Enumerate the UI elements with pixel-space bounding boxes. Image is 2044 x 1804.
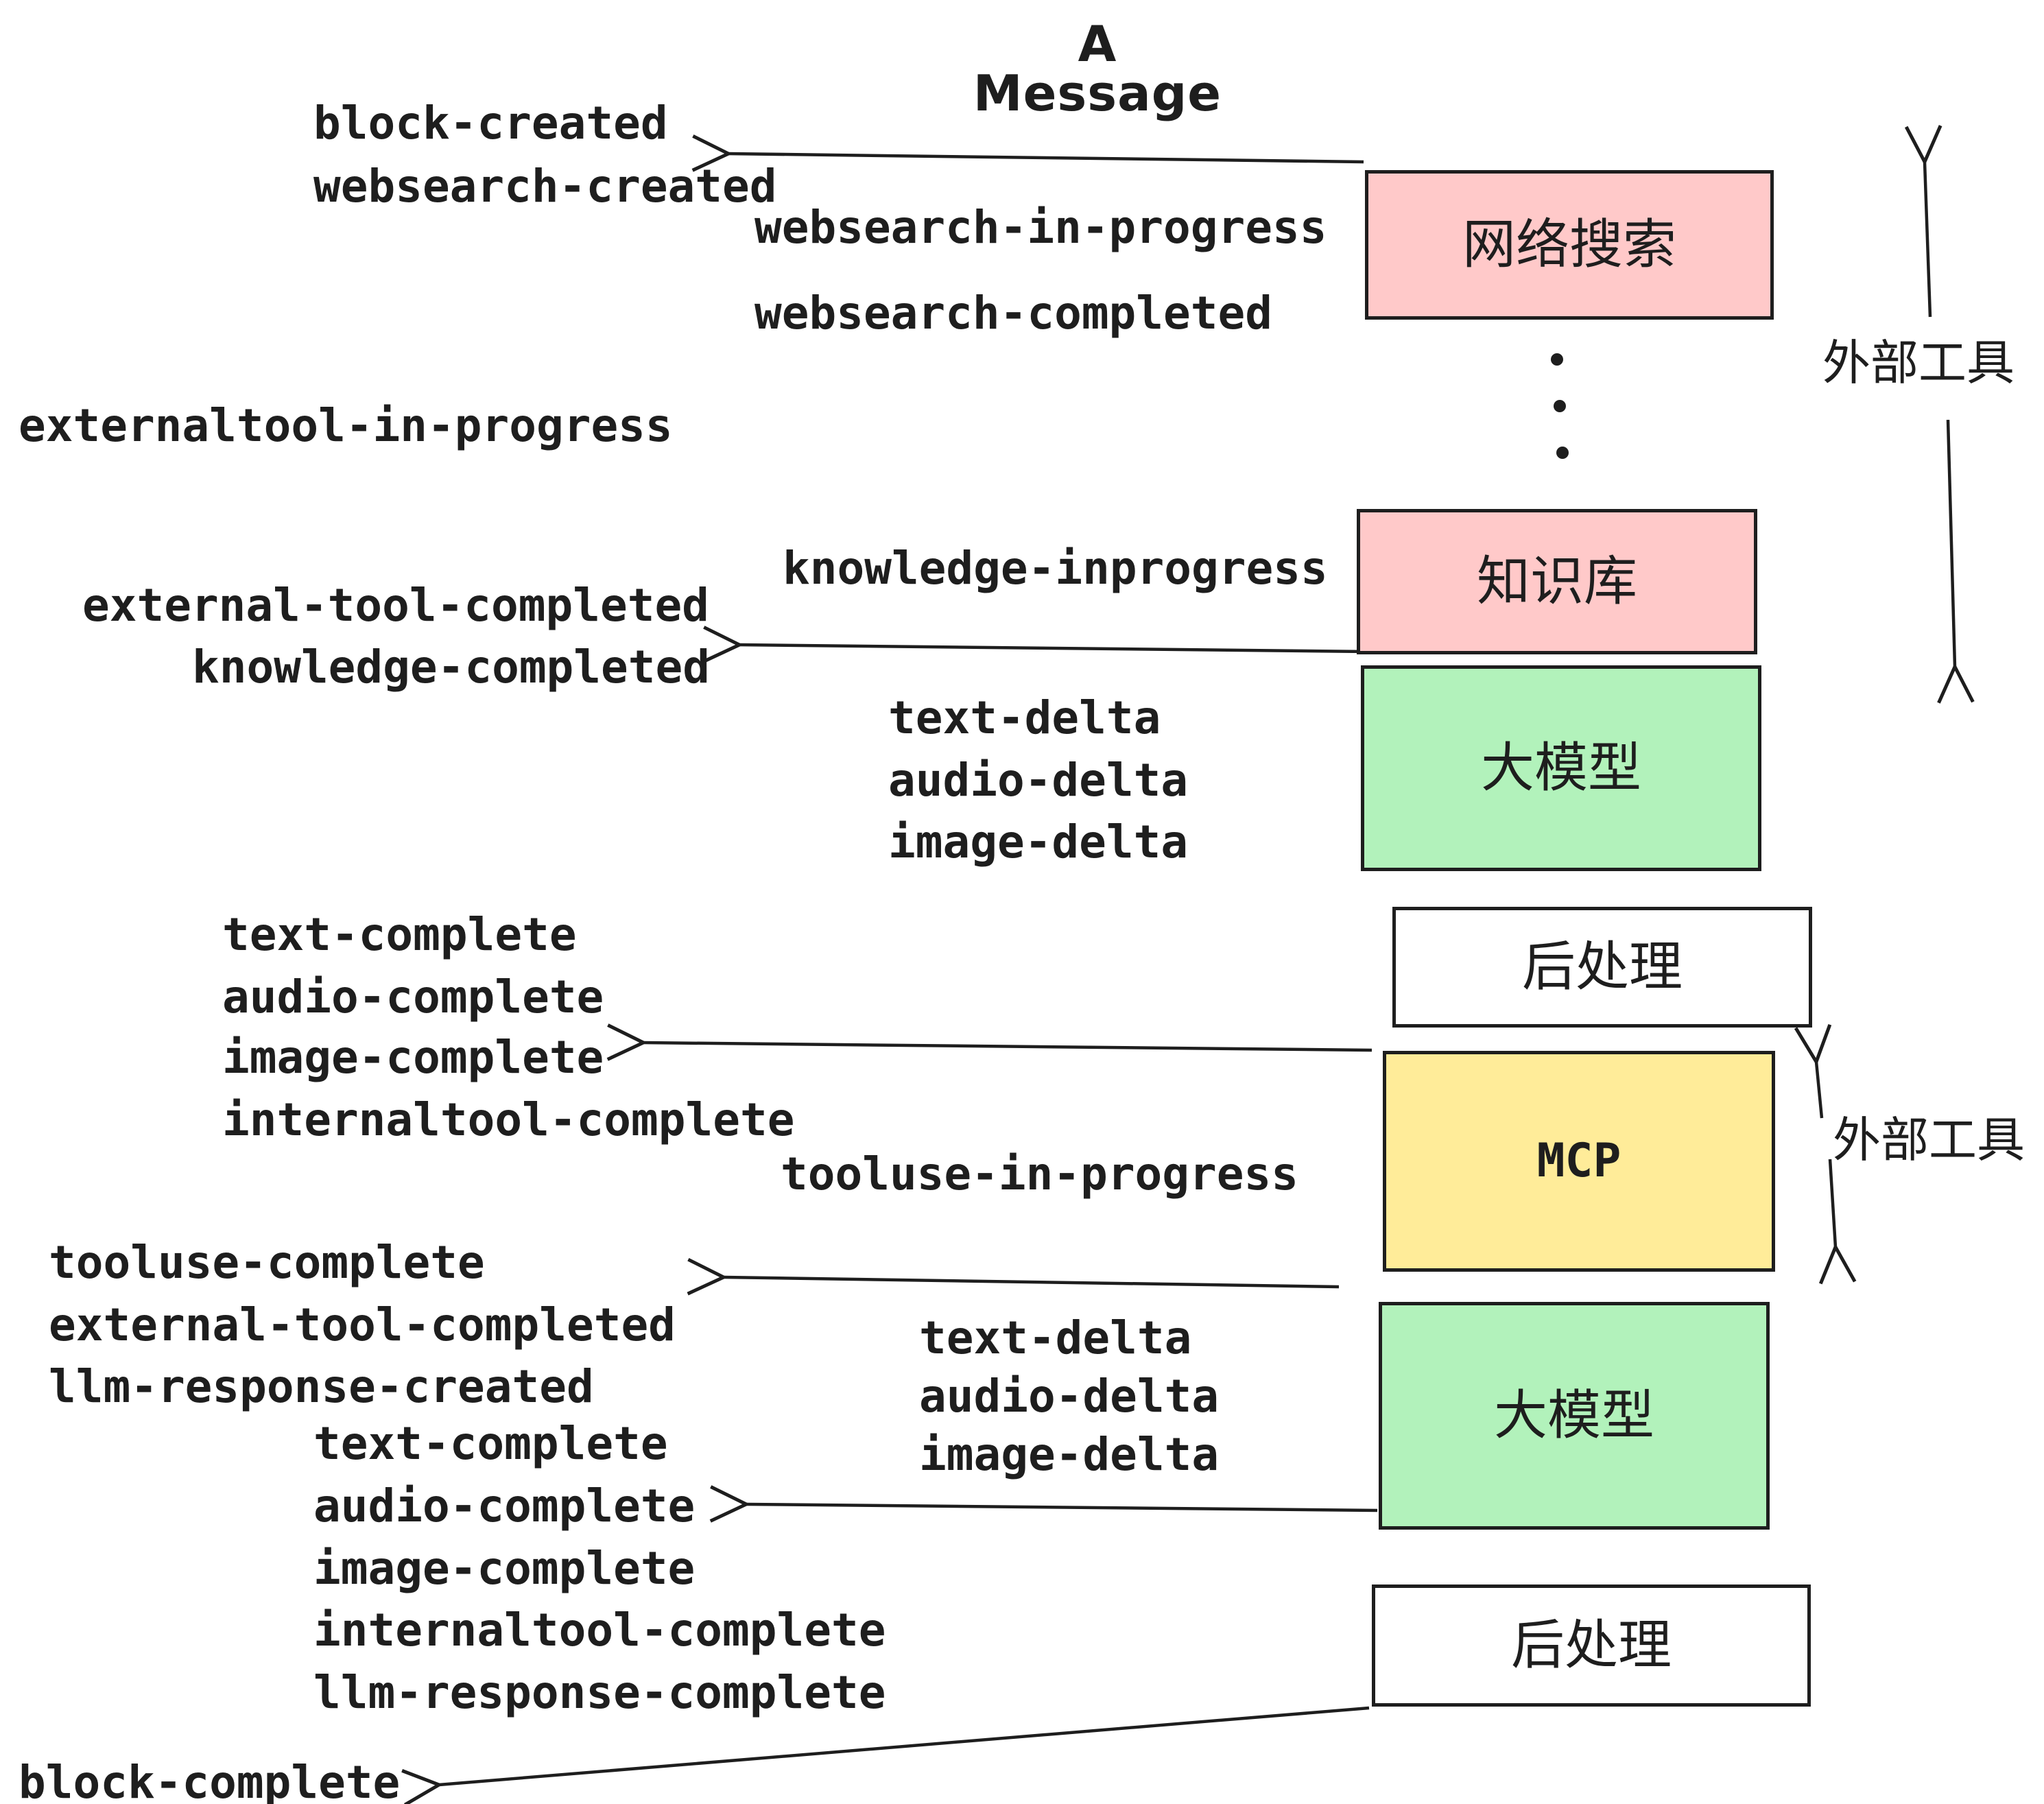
event-externaltool-in-progress: externaltool-in-progress <box>19 399 673 452</box>
event-text-delta-2: text-delta <box>919 1312 1192 1364</box>
event-websearch-in-progress: websearch-in-progress <box>754 201 1327 254</box>
event-audio-complete-1: audio-complete <box>222 971 604 1023</box>
event-llm-response-created: llm-response-created <box>49 1360 594 1413</box>
box-llm-2-label: 大模型 <box>1493 1385 1654 1447</box>
event-knowledge-inprogress: knowledge-inprogress <box>783 542 1328 595</box>
dot-icon <box>1556 447 1569 459</box>
arrow-block-complete <box>401 1706 1370 1804</box>
event-websearch-created: websearch-created <box>313 160 777 213</box>
event-llm-response-complete: llm-response-complete <box>313 1666 886 1719</box>
event-external-tool-completed-1: external-tool-completed <box>82 579 709 632</box>
event-tooluse-in-progress: tooluse-in-progress <box>781 1148 1298 1200</box>
event-websearch-completed: websearch-completed <box>754 287 1272 340</box>
arrow-mcp-external-down <box>1818 1159 1857 1285</box>
event-image-delta-2: image-delta <box>919 1428 1220 1481</box>
page-title: A Message <box>973 15 1222 122</box>
event-block-complete: block-complete <box>19 1756 401 1804</box>
arrow-websearch-created <box>691 134 1364 172</box>
arrow-internaltool-complete <box>606 1023 1372 1061</box>
box-knowledge-label: 知识库 <box>1476 551 1637 613</box>
dot-icon <box>1551 353 1563 366</box>
arrow-audio-complete <box>709 1485 1378 1523</box>
ellipsis-dots <box>1551 353 1569 459</box>
event-text-delta-1: text-delta <box>888 691 1161 744</box>
box-websearch: 网络搜索 <box>1365 170 1774 320</box>
event-audio-delta-1: audio-delta <box>888 754 1189 807</box>
event-text-complete-1: text-complete <box>222 908 577 961</box>
box-knowledge: 知识库 <box>1357 509 1757 654</box>
event-audio-complete-2: audio-complete <box>313 1480 696 1532</box>
event-internaltool-complete-2: internaltool-complete <box>313 1604 886 1657</box>
event-tooluse-complete: tooluse-complete <box>49 1236 485 1289</box>
box-llm-1-label: 大模型 <box>1480 737 1641 799</box>
event-external-tool-completed-2: external-tool-completed <box>49 1298 676 1351</box>
arrow-external-tool-up <box>1904 125 1942 318</box>
box-postprocess-2: 后处理 <box>1372 1585 1811 1707</box>
dot-icon <box>1554 400 1566 412</box>
label-external-tools-top: 外部工具 <box>1822 335 2015 391</box>
box-postprocess-1: 后处理 <box>1392 907 1812 1028</box>
box-mcp: MCP <box>1383 1051 1775 1272</box>
event-text-complete-2: text-complete <box>313 1417 668 1470</box>
arrow-tooluse-complete <box>687 1257 1340 1296</box>
event-knowledge-completed: knowledge-completed <box>192 641 710 693</box>
box-postprocess-1-label: 后处理 <box>1521 936 1683 998</box>
box-websearch-label: 网络搜索 <box>1462 214 1676 276</box>
box-postprocess-2-label: 后处理 <box>1510 1615 1672 1676</box>
arrow-external-tool-down <box>1937 419 1975 704</box>
label-external-tools-mcp: 外部工具 <box>1833 1112 2025 1168</box>
event-image-complete-1: image-complete <box>222 1031 604 1084</box>
arrow-mcp-external-up <box>1794 1023 1832 1119</box>
box-llm-1: 大模型 <box>1361 665 1761 871</box>
event-audio-delta-2: audio-delta <box>919 1370 1220 1423</box>
event-block-created: block-created <box>313 97 668 150</box>
event-image-complete-2: image-complete <box>313 1542 696 1595</box>
event-image-delta-1: image-delta <box>888 816 1189 868</box>
event-internaltool-complete-1: internaltool-complete <box>222 1093 795 1146</box>
box-llm-2: 大模型 <box>1379 1302 1770 1530</box>
arrow-knowledge-completed <box>702 626 1370 663</box>
box-mcp-label: MCP <box>1536 1134 1621 1188</box>
